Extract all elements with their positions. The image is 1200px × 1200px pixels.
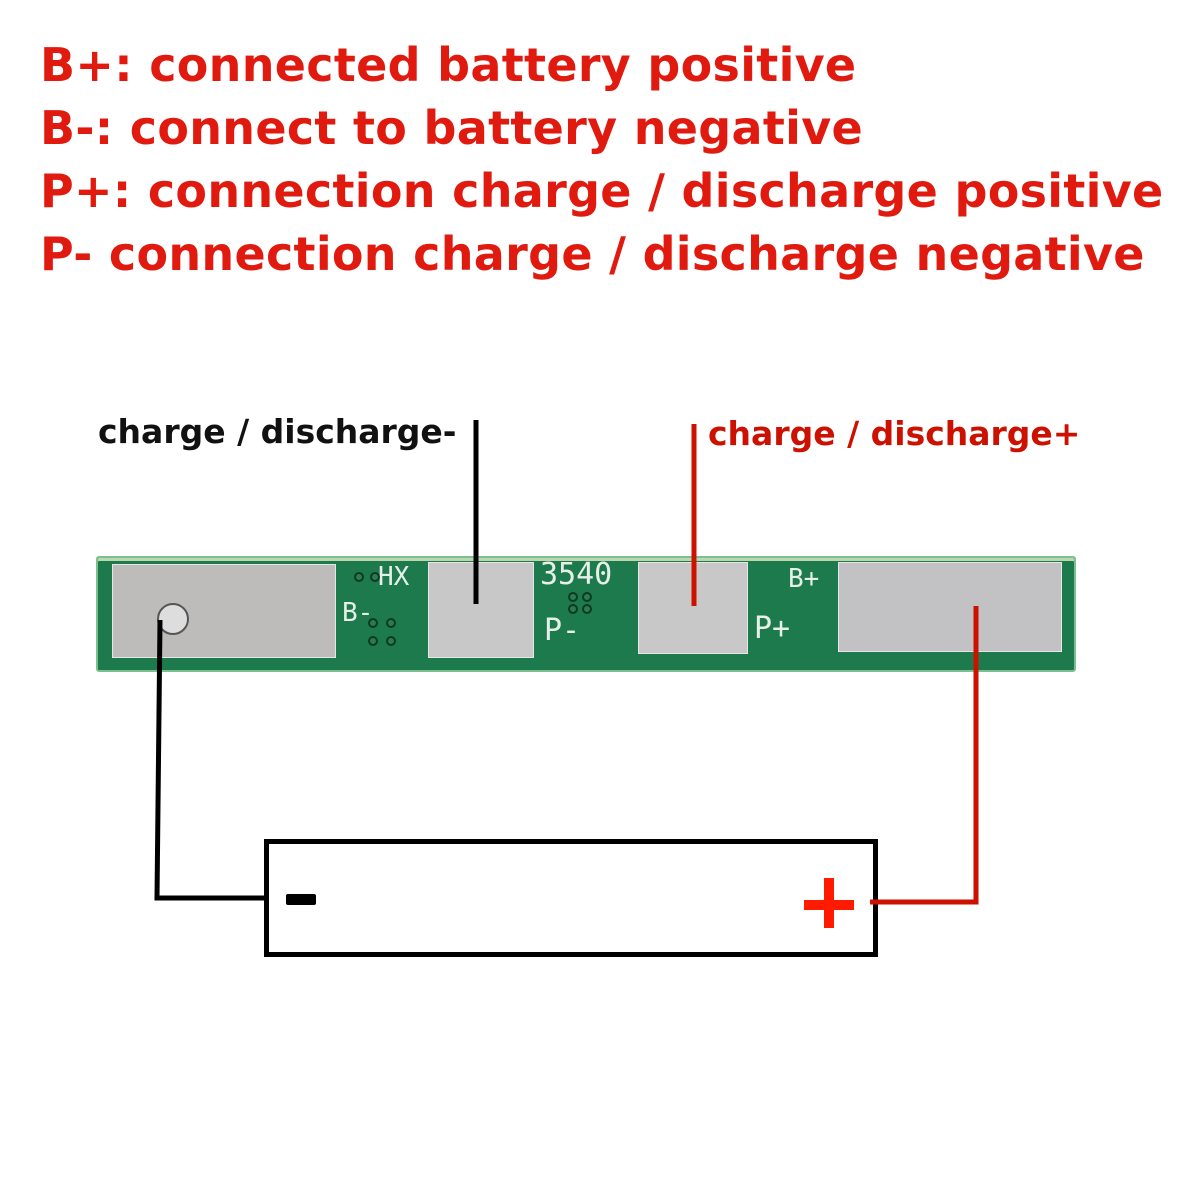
silk-b-plus: B+ — [788, 564, 820, 594]
pad-b-plus — [838, 562, 1062, 652]
via — [386, 636, 396, 646]
via — [370, 572, 380, 582]
via — [368, 618, 378, 628]
protection-pcb: HX B- 3540 P- B+ P+ — [96, 556, 1076, 672]
legend-p-minus: P- connection charge / discharge negativ… — [40, 227, 1145, 281]
label-charge-discharge-positive: charge / discharge+ — [708, 414, 1081, 453]
via — [582, 592, 592, 602]
pad-p-minus — [428, 562, 534, 658]
legend-p-plus: P+: connection charge / discharge positi… — [40, 164, 1164, 218]
via — [568, 604, 578, 614]
legend: B+: connected battery positive B-: conne… — [40, 34, 1164, 286]
legend-b-minus: B-: connect to battery negative — [40, 101, 863, 155]
via — [354, 572, 364, 582]
pad-p-plus — [638, 562, 748, 654]
legend-b-plus: B+: connected battery positive — [40, 38, 857, 92]
via — [386, 618, 396, 628]
battery-plus-icon-vertical — [824, 878, 834, 928]
silk-model: 3540 — [540, 557, 613, 592]
pad-b-minus — [112, 564, 336, 658]
via — [368, 636, 378, 646]
via — [582, 604, 592, 614]
label-charge-discharge-negative: charge / discharge- — [98, 412, 457, 451]
solder-point — [157, 603, 189, 635]
silk-p-minus: P- — [544, 613, 581, 648]
battery-minus-icon — [286, 894, 316, 905]
via — [568, 592, 578, 602]
battery — [264, 839, 878, 957]
silk-hx: HX — [378, 562, 410, 592]
silk-p-plus: P+ — [754, 611, 791, 646]
